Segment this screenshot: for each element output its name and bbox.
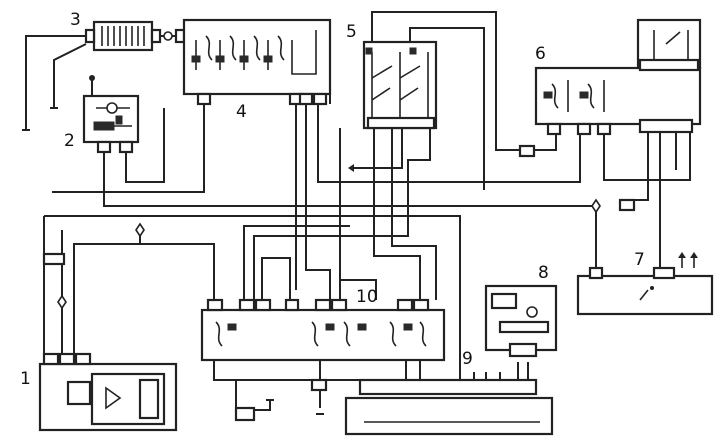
callout-4: 4: [236, 102, 247, 122]
component-9: [234, 378, 554, 436]
ground-symbols: [22, 107, 324, 431]
callout-1: 1: [20, 369, 31, 389]
component-10: [200, 298, 446, 362]
component-4: [182, 18, 332, 106]
component-2: [82, 75, 140, 154]
splice-markers: [42, 164, 601, 310]
callout-10: 10: [356, 287, 378, 307]
component-6: [518, 18, 702, 212]
component-8: [484, 284, 558, 358]
callout-5: 5: [346, 22, 357, 42]
component-3: [84, 20, 186, 52]
wires: [25, 11, 691, 411]
callout-labels: 3 2 4 5 6 7 8 9 10 1: [20, 10, 645, 389]
callout-2: 2: [64, 131, 75, 151]
callout-8: 8: [538, 263, 549, 283]
component-1: [38, 352, 178, 432]
callout-3: 3: [70, 10, 81, 30]
component-5: [362, 40, 438, 130]
callout-6: 6: [535, 44, 546, 64]
callout-7: 7: [634, 250, 645, 270]
callout-9: 9: [462, 349, 473, 369]
component-7: [576, 252, 714, 316]
